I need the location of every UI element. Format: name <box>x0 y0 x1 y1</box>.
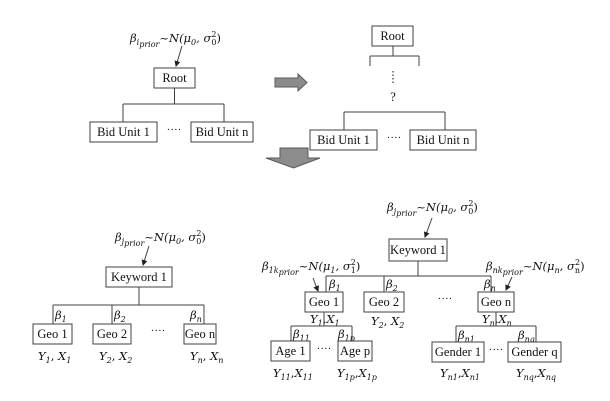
svg-text:βnkprior~N(μn, σn2): βnkprior~N(μn, σn2) <box>485 258 585 277</box>
keyword-label: Keyword 1 <box>390 243 446 257</box>
beta-label: β2 <box>113 308 126 324</box>
prior-formula-j: βjprior~N(μ0, σ02) <box>386 199 478 218</box>
gender-q-node <box>507 341 562 363</box>
top-right-tree: Root ? Bid Unit 1 ···· Bid Unit n <box>309 25 477 151</box>
keyword-label: Keyword 1 <box>111 270 167 284</box>
yx-label: Ynq,Xnq <box>516 366 556 382</box>
prior-formula-j: βjprior~N(μ0, σ02) <box>114 229 206 248</box>
root-label: Root <box>162 71 187 85</box>
prior-formula-i: βiprior~N(μ0, σ02) <box>129 30 221 49</box>
ellipsis: ···· <box>489 344 504 356</box>
right-arrow-icon <box>274 72 308 93</box>
yx-label: Y2, X2 <box>371 314 404 330</box>
beta-label: βn <box>189 308 202 324</box>
svg-text:βjprior~N(μ0, σ02): βjprior~N(μ0, σ02) <box>386 199 478 218</box>
bid-unit-n-label: Bid Unit n <box>196 125 250 139</box>
age-p-label: Age p <box>340 344 370 358</box>
prior-formula-nk: βnkprior~N(μn, σn2) <box>485 258 585 277</box>
geo-2-node <box>92 323 132 345</box>
ellipsis: ···· <box>317 343 332 355</box>
ellipsis: ···· <box>151 325 166 337</box>
beta-label: β1 <box>54 308 67 324</box>
gender-q-label: Gender q <box>511 345 558 359</box>
bid-unit-1-label: Bid Unit 1 <box>317 133 370 147</box>
ellipsis: ···· <box>387 132 402 144</box>
geo-2-node <box>363 291 405 313</box>
bid-unit-1-node <box>309 129 378 151</box>
prior-arrow <box>505 276 513 291</box>
geo-1-label: Geo 1 <box>309 295 339 309</box>
ellipsis: ···· <box>438 293 453 305</box>
yx-label: Y11,X11 <box>273 366 313 382</box>
yx-label: Y2, X2 <box>99 349 132 365</box>
yx-label: Y1,X1 <box>310 312 340 328</box>
yx-label: Y1p,X1p <box>337 366 377 382</box>
ellipsis: ···· <box>167 124 182 136</box>
svg-text:β1kprior~N(μ1, σ12): β1kprior~N(μ1, σ12) <box>261 258 360 277</box>
age-1-node <box>270 340 311 362</box>
geo-n-label: Geo n <box>185 327 216 341</box>
bid-unit-n-node <box>409 129 477 151</box>
age-p-node <box>337 340 373 362</box>
geo-n-label: Geo n <box>481 295 512 309</box>
beta-label: βn <box>483 277 496 293</box>
bid-unit-1-label: Bid Unit 1 <box>97 125 150 139</box>
beta-label: β1p <box>337 327 355 343</box>
age-1-label: Age 1 <box>275 344 305 358</box>
prior-arrow <box>312 277 320 292</box>
gender-1-label: Gender 1 <box>435 345 481 359</box>
down-arrow-icon <box>265 147 321 169</box>
root-label: Root <box>380 29 405 43</box>
yx-label: Yn1,Xn1 <box>440 366 480 382</box>
geo-n-node <box>183 323 217 345</box>
unknown-levels-label: ? <box>390 90 396 104</box>
geo-2-label: Geo 2 <box>97 327 127 341</box>
beta-label: β1 <box>328 277 341 293</box>
bid-unit-1-node <box>89 121 158 143</box>
bid-unit-n-label: Bid Unit n <box>417 133 471 147</box>
beta-label: β11 <box>292 327 310 343</box>
prior-arrow <box>141 245 150 266</box>
beta-label: β2 <box>385 277 398 293</box>
yx-label: Y1, X1 <box>38 349 71 365</box>
geo-1-node <box>32 323 73 345</box>
bottom-left-tree: βjprior~N(μ0, σ02) Keyword 1 β1 Geo 1 Y1… <box>32 229 223 365</box>
svg-text:βjprior~N(μ0, σ02): βjprior~N(μ0, σ02) <box>114 229 206 248</box>
top-left-tree: βiprior~N(μ0, σ02) Root Bid Unit 1 ···· … <box>89 30 254 143</box>
yx-label: Yn,Xn <box>482 312 512 328</box>
bottom-right-tree: βjprior~N(μ0, σ02) Keyword 1 β1kprior~N(… <box>261 199 585 382</box>
yx-label: Yn, Xn <box>190 349 223 365</box>
bid-unit-n-node <box>190 121 254 143</box>
geo-1-label: Geo 1 <box>37 327 67 341</box>
gender-1-node <box>431 341 485 363</box>
geo-2-label: Geo 2 <box>369 295 399 309</box>
svg-text:βiprior~N(μ0, σ02): βiprior~N(μ0, σ02) <box>129 30 221 49</box>
prior-arrow <box>174 45 183 67</box>
beta-label: βnq <box>517 328 535 344</box>
beta-label: βn1 <box>457 328 475 344</box>
prior-arrow <box>423 217 433 238</box>
prior-formula-1k: β1kprior~N(μ1, σ12) <box>261 258 360 277</box>
